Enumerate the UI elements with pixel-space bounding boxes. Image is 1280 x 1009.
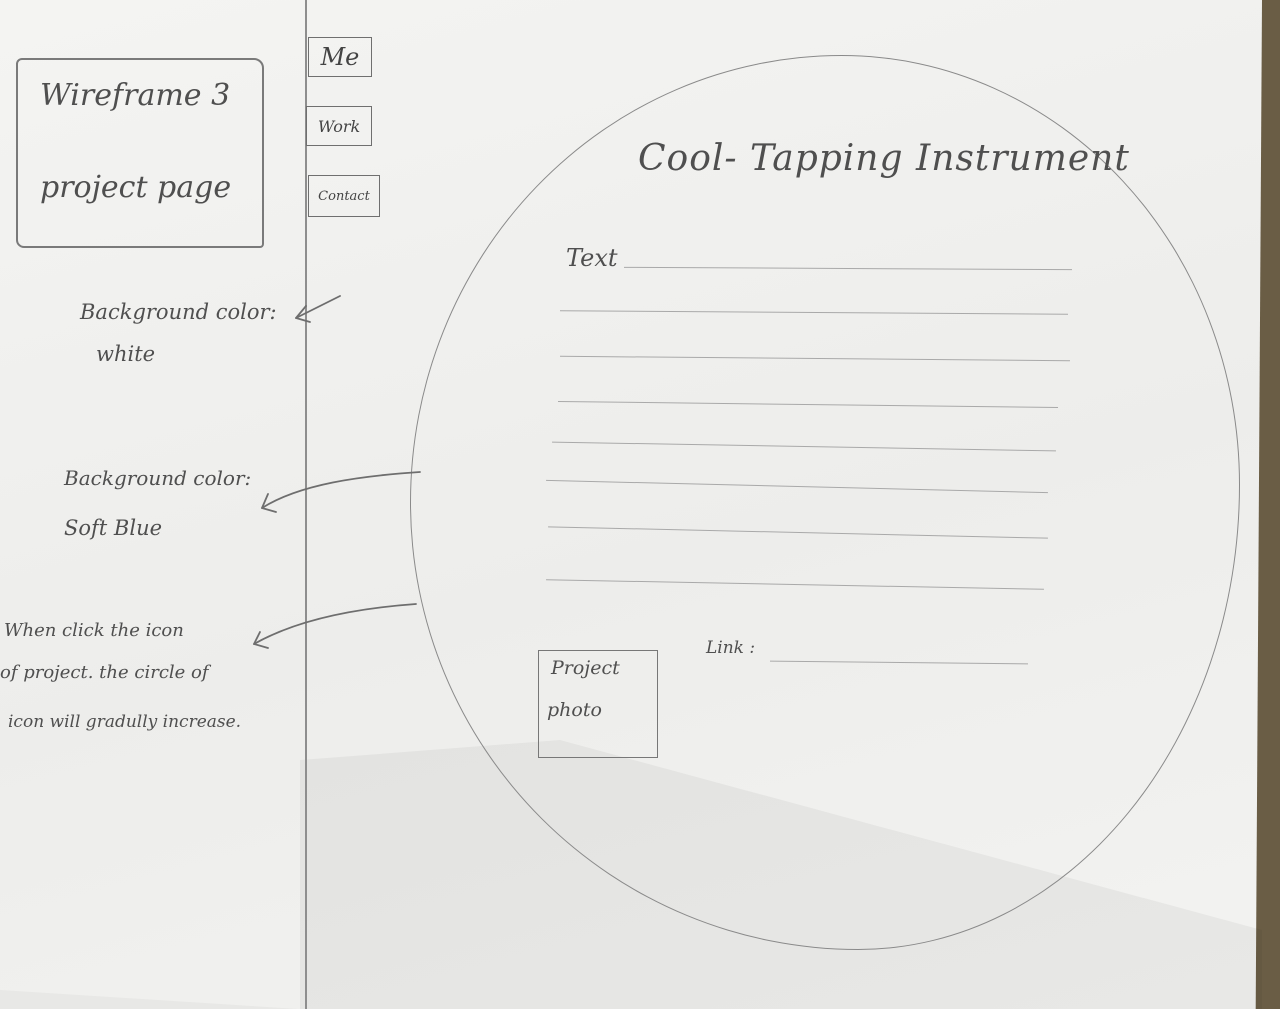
sidebar-divider bbox=[305, 0, 307, 1009]
project-photo-box: Project photo bbox=[538, 650, 658, 758]
nav-label-me: Me bbox=[320, 43, 360, 71]
note-click-2: of project. the circle of bbox=[0, 662, 209, 683]
nav-button-contact[interactable]: Contact bbox=[308, 175, 380, 217]
note-click-1: When click the icon bbox=[4, 620, 184, 641]
link-label: Link : bbox=[706, 638, 756, 658]
nav-label-work: Work bbox=[317, 116, 361, 136]
wireframe-subtitle: project page bbox=[40, 170, 232, 205]
wireframe-title: Wireframe 3 bbox=[40, 78, 231, 113]
note-bg-blue-2: Soft Blue bbox=[64, 516, 163, 540]
nav-label-contact: Contact bbox=[318, 188, 370, 204]
text-label: Text bbox=[566, 244, 618, 272]
wireframe-title-box: Wireframe 3 project page bbox=[16, 58, 264, 248]
note-bg-blue-1: Background color: bbox=[64, 466, 252, 490]
nav-button-me[interactable]: Me bbox=[308, 37, 372, 77]
photo-label-1: Project bbox=[551, 657, 620, 679]
project-heading: Cool- Tapping Instrument bbox=[638, 138, 1130, 179]
note-bg-white-1: Background color: bbox=[80, 300, 277, 324]
photo-label-2: photo bbox=[547, 699, 602, 721]
nav-button-work[interactable]: Work bbox=[306, 106, 372, 146]
note-bg-white-2: white bbox=[96, 342, 156, 366]
note-click-3: icon will gradully increase. bbox=[8, 712, 242, 732]
